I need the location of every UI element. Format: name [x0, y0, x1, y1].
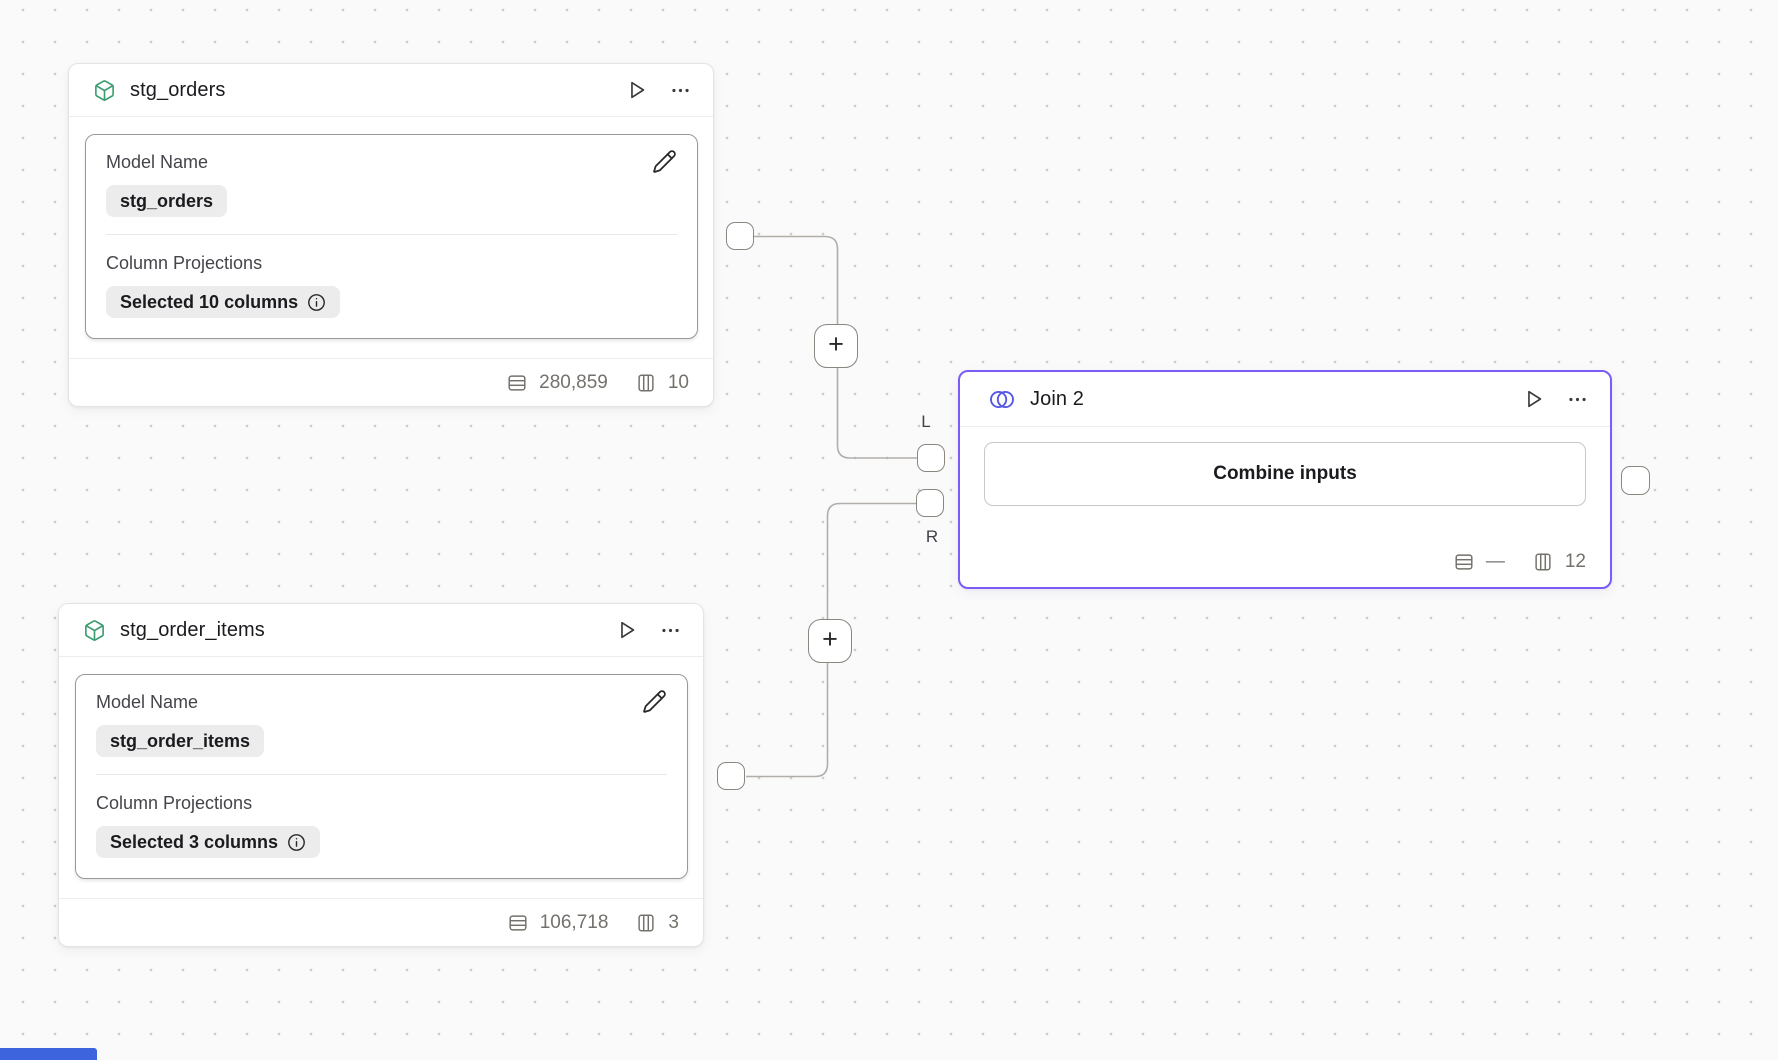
node-join-2[interactable]: Join 2 Combine inputs —	[958, 370, 1612, 589]
edit-pencil-icon[interactable]	[652, 149, 677, 174]
plus-icon: +	[828, 329, 844, 359]
column-projections-pill[interactable]: Selected 10 columns	[106, 286, 341, 318]
offscreen-node-edge[interactable]	[0, 1048, 97, 1060]
row-count-stat: 280,859	[506, 372, 608, 394]
column-count-value: 3	[668, 911, 679, 933]
column-projections-value: Selected 3 columns	[110, 831, 279, 852]
join-venn-icon	[988, 389, 1016, 410]
input-port-join-right[interactable]	[916, 489, 944, 517]
node-stg-order-items[interactable]: stg_order_items Model Name stg_order_ite…	[58, 603, 704, 947]
model-name-value: stg_order_items	[110, 730, 251, 751]
combine-inputs-button[interactable]: Combine inputs	[984, 442, 1586, 506]
row-count-stat: 106,718	[507, 911, 609, 934]
node-title: stg_order_items	[120, 618, 265, 641]
model-name-label: Model Name	[96, 692, 199, 712]
rows-icon	[1453, 551, 1475, 573]
node-header[interactable]: Join 2	[960, 372, 1610, 427]
input-port-join-left[interactable]	[917, 444, 945, 472]
node-menu-button[interactable]	[1567, 389, 1588, 410]
join-right-port-label: R	[925, 527, 939, 546]
model-name-label: Model Name	[106, 152, 209, 172]
join-left-port-label: L	[921, 412, 931, 431]
add-node-on-wire-button-bottom[interactable]: +	[808, 619, 852, 663]
plus-icon: +	[822, 624, 838, 654]
node-header[interactable]: stg_order_items	[59, 604, 703, 657]
column-count-value: 12	[1564, 551, 1586, 572]
columns-icon	[635, 372, 657, 394]
output-port-join[interactable]	[1621, 466, 1650, 495]
column-projections-label: Column Projections	[96, 793, 253, 813]
node-header[interactable]: stg_orders	[69, 64, 713, 117]
model-name-value-pill[interactable]: stg_order_items	[96, 725, 265, 757]
run-node-button[interactable]	[616, 619, 638, 641]
model-name-value-pill[interactable]: stg_orders	[106, 185, 228, 217]
card-divider	[106, 234, 677, 235]
row-count-stat: —	[1453, 551, 1505, 573]
node-footer: 106,718 3	[59, 898, 703, 946]
rows-icon	[506, 372, 528, 394]
node-stg-orders[interactable]: stg_orders Model Name stg_orders	[68, 63, 714, 407]
row-count-value: 106,718	[539, 911, 609, 933]
rows-icon	[507, 912, 529, 934]
edit-pencil-icon[interactable]	[642, 689, 667, 714]
node-title: Join 2	[1030, 387, 1084, 410]
column-projections-label: Column Projections	[106, 253, 263, 273]
row-count-value: 280,859	[539, 371, 608, 393]
node-footer: — 12	[960, 537, 1610, 587]
column-count-stat: 12	[1532, 551, 1586, 573]
model-box-icon	[83, 619, 106, 642]
column-count-value: 10	[667, 371, 689, 393]
run-node-button[interactable]	[1523, 388, 1545, 410]
node-menu-button[interactable]	[670, 80, 691, 101]
node-settings-card: Model Name stg_orders Column Projections…	[85, 134, 698, 339]
output-port-stg-order-items[interactable]	[717, 762, 745, 790]
node-footer: 280,859 10	[69, 358, 713, 406]
output-port-stg-orders[interactable]	[726, 222, 754, 250]
info-icon[interactable]	[307, 293, 326, 312]
model-name-value: stg_orders	[120, 190, 214, 211]
card-divider	[96, 774, 667, 775]
node-menu-button[interactable]	[660, 620, 681, 641]
info-icon[interactable]	[287, 833, 306, 852]
column-projections-pill[interactable]: Selected 3 columns	[96, 826, 321, 858]
node-title: stg_orders	[130, 78, 226, 101]
row-count-value: —	[1485, 551, 1505, 572]
column-projections-value: Selected 10 columns	[120, 291, 299, 312]
node-settings-card: Model Name stg_order_items Column Projec…	[75, 674, 688, 879]
model-box-icon	[93, 79, 116, 102]
column-count-stat: 10	[635, 372, 689, 394]
run-node-button[interactable]	[626, 79, 648, 101]
column-count-stat: 3	[635, 912, 679, 934]
add-node-on-wire-button-top[interactable]: +	[814, 324, 858, 368]
columns-icon	[1532, 551, 1554, 573]
columns-icon	[635, 912, 657, 934]
